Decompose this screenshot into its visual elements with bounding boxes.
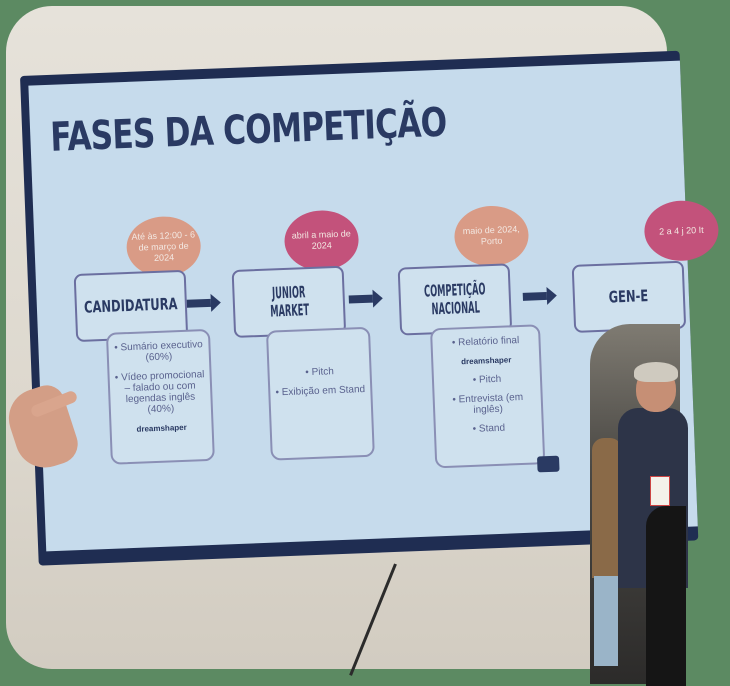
detail-item: • Exibição em Stand [275, 383, 366, 399]
detail-item: • Relatório final [451, 335, 520, 349]
detail-box: • Pitch • Exibição em Stand [265, 326, 375, 461]
arrow-right-icon [348, 294, 373, 304]
video-camera-icon [536, 455, 560, 473]
lanyard-badge [650, 476, 670, 506]
date-bubble: Até às 12:00 - 6 de março de 2024 [125, 215, 202, 279]
person-brown-jacket [592, 438, 622, 578]
arrow-right-icon [522, 291, 547, 301]
detail-box: • Relatório final dreamshaper • Pitch • … [429, 324, 546, 469]
detail-item: • Pitch [472, 373, 502, 386]
phase-name: GEN-E [608, 286, 650, 307]
dreamshaper-logo: dreamshaper [136, 422, 187, 434]
slide-title: FASES DA COMPETIÇÃO [49, 99, 448, 161]
date-bubble: maio de 2024, Porto [453, 204, 530, 268]
person-legs [594, 576, 618, 666]
detail-item: • Stand [472, 422, 506, 435]
power-cable [349, 563, 397, 676]
detail-box: • Sumário executivo (60%) • Vídeo promoc… [105, 328, 215, 465]
phase-box: GEN-E [571, 260, 687, 333]
foreground-figure [646, 506, 686, 686]
detail-item: • Entrevista (em inglês) [452, 391, 524, 416]
man-hair [634, 362, 678, 382]
detail-item: • Pitch [305, 366, 335, 379]
detail-item: • Vídeo promocional – falado ou com lege… [114, 369, 205, 416]
date-bubble: 2 a 4 j 20 It [643, 199, 720, 263]
phase-name: CANDIDATURA [83, 294, 178, 317]
arrow-right-icon [186, 298, 212, 308]
date-bubble: abril a maio de 2024 [283, 209, 360, 272]
photo: FASES DA COMPETIÇÃO Até às 12:00 - 6 de … [1, 6, 720, 686]
dreamshaper-logo: dreamshaper [460, 355, 512, 367]
detail-item: • Sumário executivo (60%) [114, 339, 203, 364]
